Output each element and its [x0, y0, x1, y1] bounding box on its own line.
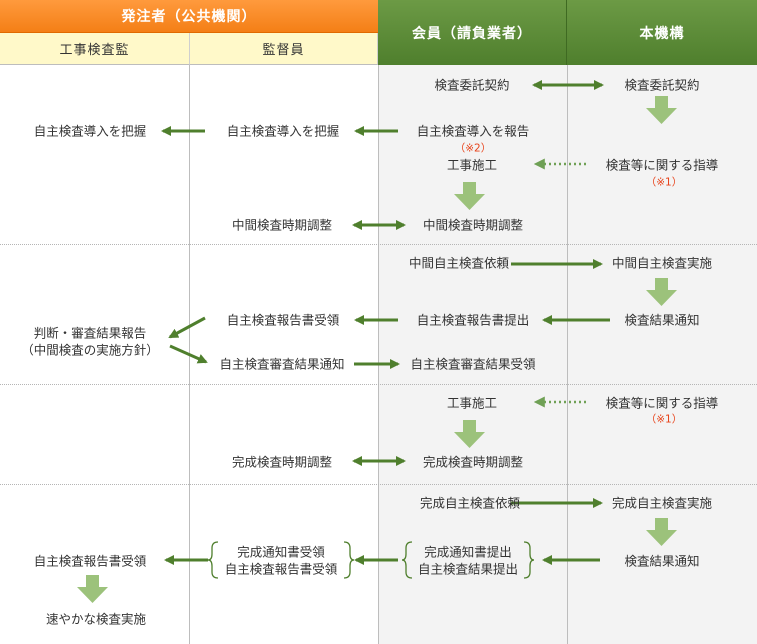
down-arrow-construction-1 — [454, 182, 485, 210]
final-schedule-supervisor: 完成検査時期調整 — [231, 454, 333, 470]
contract-organization: 検査委託契約 — [624, 77, 700, 93]
construction-2: 工事施工 — [446, 395, 498, 411]
mid-result-notice: 検査結果通知 — [624, 312, 700, 328]
final-result-notice: 検査結果通知 — [624, 553, 700, 569]
contract-member: 検査委託契約 — [434, 77, 510, 93]
down-arrow-inspector — [77, 575, 108, 603]
judge-report: 判断・審査結果報告 — [33, 325, 147, 341]
down-arrow-construction-2 — [454, 420, 485, 448]
brace-right-supervisor — [343, 541, 355, 579]
mid-review-notice: 自主検査審査結果通知 — [219, 356, 345, 372]
brace-left-member — [401, 541, 413, 579]
arrow-from-judge — [169, 344, 208, 364]
mid-schedule-supervisor: 中間検査時期調整 — [231, 217, 333, 233]
note-1b: （※1） — [645, 413, 683, 426]
column-divider — [567, 65, 568, 644]
construction-1: 工事施工 — [446, 157, 498, 173]
mid-review-receive: 自主検査審査結果受領 — [410, 356, 536, 372]
mid-receive-report: 自主検査報告書受領 — [226, 312, 340, 328]
row-divider — [0, 484, 757, 485]
mid-submit-report: 自主検査報告書提出 — [416, 312, 530, 328]
down-arrow-contract — [646, 96, 677, 124]
grasp-inspector: 自主検査導入を把握 — [33, 123, 147, 139]
mid-request: 中間自主検査依頼 — [408, 255, 510, 271]
final-schedule-member: 完成検査時期調整 — [422, 454, 524, 470]
brace-right-member — [523, 541, 535, 579]
final-receive-notice: 完成通知書受領 — [237, 544, 325, 560]
member-header: 会員（請負業者） — [378, 0, 567, 65]
mid-execution: 中間自主検査実施 — [611, 255, 713, 271]
final-execution: 完成自主検査実施 — [611, 495, 713, 511]
grasp-supervisor: 自主検査導入を把握 — [226, 123, 340, 139]
supervisor-header: 監督員 — [190, 33, 378, 65]
final-submit-result: 自主検査結果提出 — [417, 561, 519, 577]
note-2: （※2） — [454, 142, 492, 155]
guidance-2: 検査等に関する指導 — [605, 395, 719, 411]
final-submit-notice: 完成通知書提出 — [424, 544, 512, 560]
report-intro: 自主検査導入を報告 — [416, 123, 530, 139]
quick-inspection: 速やかな検査実施 — [45, 611, 147, 627]
row-divider — [0, 244, 757, 245]
mid-schedule-member: 中間検査時期調整 — [422, 217, 524, 233]
arrow-to-judge — [168, 316, 206, 339]
down-arrow-fin-exec — [646, 518, 677, 546]
note-1a: （※1） — [645, 176, 683, 189]
judge-policy: （中間検査の実施方針） — [21, 342, 159, 358]
final-receive-report: 自主検査報告書受領 — [224, 561, 338, 577]
column-divider — [378, 65, 379, 644]
final-request: 完成自主検査依頼 — [419, 495, 521, 511]
brace-left-supervisor — [207, 541, 219, 579]
guidance-1: 検査等に関する指導 — [605, 157, 719, 173]
organization-header: 本機構 — [567, 0, 757, 65]
orderer-header: 発注者（公共機関） — [0, 0, 378, 33]
final-receive-inspector: 自主検査報告書受領 — [33, 553, 147, 569]
inspector-header: 工事検査監 — [0, 33, 190, 65]
down-arrow-mid-exec — [646, 278, 677, 306]
row-divider — [0, 384, 757, 385]
